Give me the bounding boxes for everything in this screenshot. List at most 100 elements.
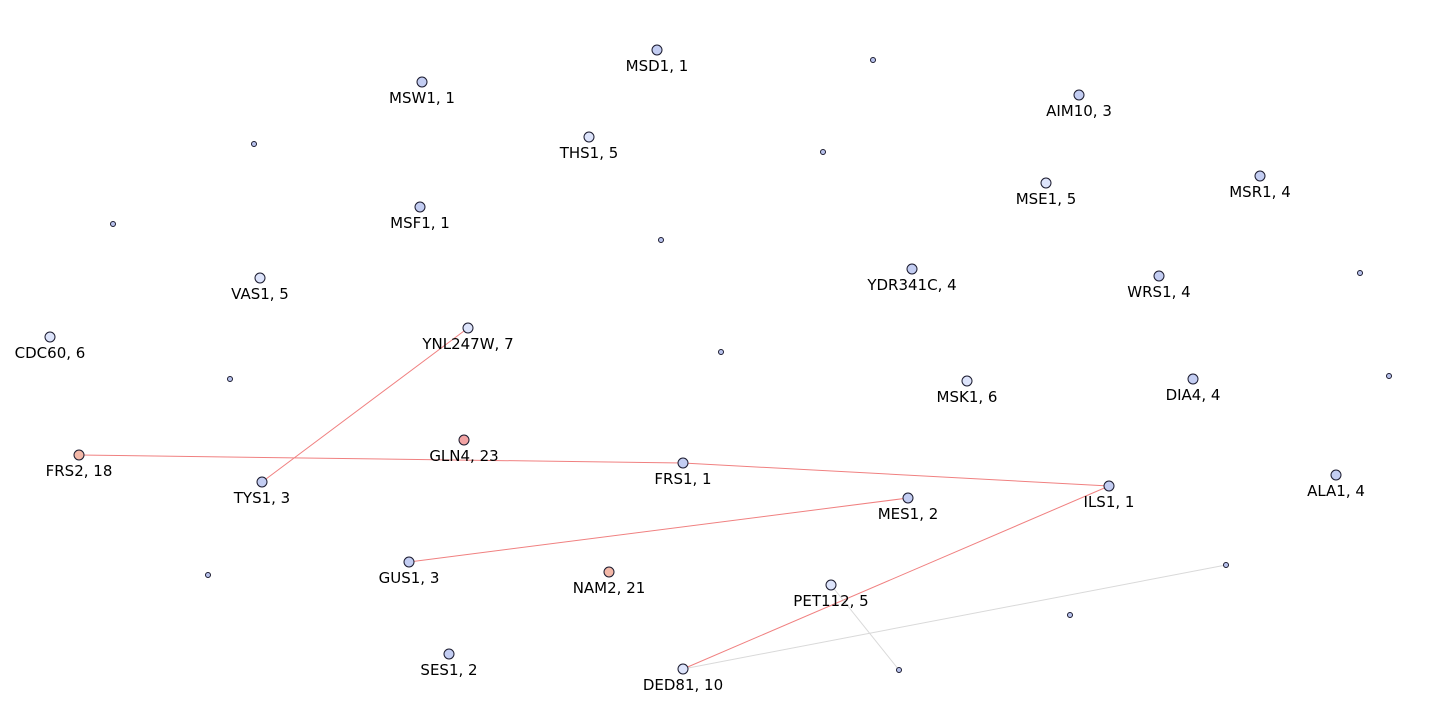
node-circle-s1[interactable] xyxy=(870,57,876,63)
node-pet112[interactable]: PET112, 5 xyxy=(793,579,869,610)
node-mes1[interactable]: MES1, 2 xyxy=(878,492,939,523)
node-label-frs1: FRS1, 1 xyxy=(654,470,711,488)
node-ynl247w[interactable]: YNL247W, 7 xyxy=(421,322,514,353)
node-ils1[interactable]: ILS1, 1 xyxy=(1084,480,1135,511)
node-circle-ala1[interactable] xyxy=(1330,469,1342,481)
node-s10[interactable] xyxy=(205,572,211,578)
node-label-msw1: MSW1, 1 xyxy=(389,89,455,107)
node-nam2[interactable]: NAM2, 21 xyxy=(573,566,646,597)
node-s7[interactable] xyxy=(718,349,724,355)
edge-pet112-s13 xyxy=(830,584,900,671)
node-msf1[interactable]: MSF1, 1 xyxy=(390,201,450,232)
node-circle-ynl247w[interactable] xyxy=(462,322,474,334)
node-dia4[interactable]: DIA4, 4 xyxy=(1166,373,1221,404)
node-mse1[interactable]: MSE1, 5 xyxy=(1016,177,1077,208)
node-circle-ils1[interactable] xyxy=(1103,480,1115,492)
node-wrs1[interactable]: WRS1, 4 xyxy=(1127,270,1191,301)
node-label-aim10: AIM10, 3 xyxy=(1046,102,1112,120)
node-msr1[interactable]: MSR1, 4 xyxy=(1229,170,1291,201)
node-circle-s4[interactable] xyxy=(110,221,116,227)
node-circle-ded81[interactable] xyxy=(677,663,689,675)
node-label-msk1: MSK1, 6 xyxy=(937,388,998,406)
node-circle-msw1[interactable] xyxy=(416,76,428,88)
node-s12[interactable] xyxy=(1067,612,1073,618)
node-circle-vas1[interactable] xyxy=(254,272,266,284)
node-msw1[interactable]: MSW1, 1 xyxy=(389,76,455,107)
node-label-msf1: MSF1, 1 xyxy=(390,214,450,232)
node-circle-s11[interactable] xyxy=(1223,562,1229,568)
node-circle-tys1[interactable] xyxy=(256,476,268,488)
node-label-mse1: MSE1, 5 xyxy=(1016,190,1077,208)
node-label-gus1: GUS1, 3 xyxy=(379,569,440,587)
node-circle-s10[interactable] xyxy=(205,572,211,578)
node-vas1[interactable]: VAS1, 5 xyxy=(231,272,289,303)
node-msk1[interactable]: MSK1, 6 xyxy=(937,375,998,406)
node-ded81[interactable]: DED81, 10 xyxy=(643,663,723,694)
node-circle-s6[interactable] xyxy=(1357,270,1363,276)
node-cdc60[interactable]: CDC60, 6 xyxy=(15,331,86,362)
node-circle-s13[interactable] xyxy=(896,667,902,673)
node-circle-frs2[interactable] xyxy=(73,449,85,461)
node-s1[interactable] xyxy=(870,57,876,63)
node-circle-pet112[interactable] xyxy=(825,579,837,591)
node-aim10[interactable]: AIM10, 3 xyxy=(1046,89,1112,120)
node-label-ths1: THS1, 5 xyxy=(559,144,619,162)
node-gln4[interactable]: GLN4, 23 xyxy=(429,434,499,465)
node-circle-frs1[interactable] xyxy=(677,457,689,469)
node-circle-aim10[interactable] xyxy=(1073,89,1085,101)
node-label-tys1: TYS1, 3 xyxy=(233,489,290,507)
node-circle-ses1[interactable] xyxy=(443,648,455,660)
node-label-mes1: MES1, 2 xyxy=(878,505,939,523)
node-circle-ths1[interactable] xyxy=(583,131,595,143)
node-circle-s7[interactable] xyxy=(718,349,724,355)
node-circle-dia4[interactable] xyxy=(1187,373,1199,385)
node-circle-gus1[interactable] xyxy=(403,556,415,568)
node-circle-mes1[interactable] xyxy=(902,492,914,504)
node-ydr341c[interactable]: YDR341C, 4 xyxy=(866,263,957,294)
node-label-ded81: DED81, 10 xyxy=(643,676,723,694)
node-label-pet112: PET112, 5 xyxy=(793,592,868,610)
edge-frs1-ils1 xyxy=(682,462,1110,487)
node-circle-wrs1[interactable] xyxy=(1153,270,1165,282)
node-ses1[interactable]: SES1, 2 xyxy=(420,648,478,679)
node-s11[interactable] xyxy=(1223,562,1229,568)
node-circle-msd1[interactable] xyxy=(651,44,663,56)
node-frs2[interactable]: FRS2, 18 xyxy=(46,449,113,480)
node-label-ydr341c: YDR341C, 4 xyxy=(866,276,956,294)
node-tys1[interactable]: TYS1, 3 xyxy=(233,476,290,507)
node-circle-mse1[interactable] xyxy=(1040,177,1052,189)
node-circle-s9[interactable] xyxy=(1386,373,1392,379)
node-label-ala1: ALA1, 4 xyxy=(1307,482,1365,500)
node-layer: MSD1, 1 MSW1, 1 THS1, 5 MSF1, 1 AIM10, 3 MSE1… xyxy=(15,44,1392,694)
node-label-nam2: NAM2, 21 xyxy=(573,579,646,597)
node-s8[interactable] xyxy=(227,376,233,382)
node-s2[interactable] xyxy=(251,141,257,147)
node-circle-s12[interactable] xyxy=(1067,612,1073,618)
node-circle-msk1[interactable] xyxy=(961,375,973,387)
node-circle-ydr341c[interactable] xyxy=(906,263,918,275)
node-s5[interactable] xyxy=(658,237,664,243)
node-ala1[interactable]: ALA1, 4 xyxy=(1307,469,1365,500)
node-frs1[interactable]: FRS1, 1 xyxy=(654,457,712,488)
node-circle-s3[interactable] xyxy=(820,149,826,155)
edge-gus1-mes1 xyxy=(408,497,909,563)
node-circle-nam2[interactable] xyxy=(603,566,615,578)
node-label-ses1: SES1, 2 xyxy=(420,661,477,679)
node-circle-msr1[interactable] xyxy=(1254,170,1266,182)
node-s6[interactable] xyxy=(1357,270,1363,276)
node-circle-s5[interactable] xyxy=(658,237,664,243)
node-circle-s2[interactable] xyxy=(251,141,257,147)
node-s9[interactable] xyxy=(1386,373,1392,379)
node-s13[interactable] xyxy=(896,667,902,673)
node-ths1[interactable]: THS1, 5 xyxy=(559,131,619,162)
node-s3[interactable] xyxy=(820,149,826,155)
node-s4[interactable] xyxy=(110,221,116,227)
node-circle-gln4[interactable] xyxy=(458,434,470,446)
node-gus1[interactable]: GUS1, 3 xyxy=(379,556,440,587)
node-circle-cdc60[interactable] xyxy=(44,331,56,343)
node-circle-msf1[interactable] xyxy=(414,201,426,213)
node-circle-s8[interactable] xyxy=(227,376,233,382)
node-msd1[interactable]: MSD1, 1 xyxy=(626,44,689,75)
edge-tys1-ynl247w xyxy=(261,327,469,483)
node-label-vas1: VAS1, 5 xyxy=(231,285,289,303)
